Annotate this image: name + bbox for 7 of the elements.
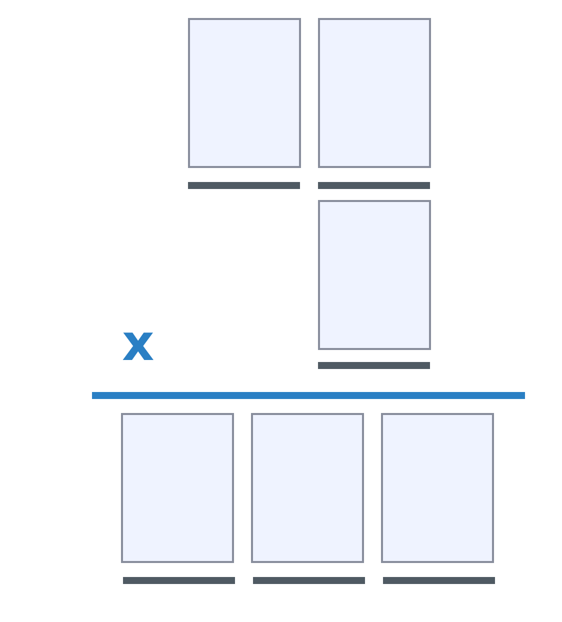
box-card	[318, 200, 431, 350]
box-card	[381, 413, 494, 563]
box-card	[251, 413, 364, 563]
box-card	[188, 18, 301, 168]
variable-label: x	[122, 318, 154, 368]
box-card	[318, 18, 431, 168]
box-card	[121, 413, 234, 563]
